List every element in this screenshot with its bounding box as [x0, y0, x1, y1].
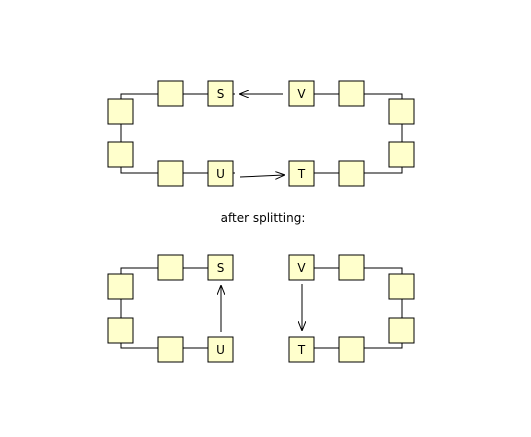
- ring-before-split: S V U T: [107, 80, 415, 187]
- ring-node: [338, 254, 365, 281]
- node-v: [288, 80, 315, 107]
- left-ring-after-split: S U: [107, 254, 234, 363]
- ring-node: [157, 254, 184, 281]
- node-s: [207, 254, 234, 281]
- ring-node: [157, 160, 184, 187]
- right-ring-after-split: V T: [288, 254, 415, 363]
- node-u-label: U: [216, 343, 225, 357]
- node-u: [207, 336, 234, 363]
- node-t: [288, 160, 315, 187]
- node-s-label: S: [217, 87, 225, 101]
- ring-node: [107, 141, 134, 168]
- node-s: [207, 80, 234, 107]
- ring-node: [107, 273, 134, 300]
- caption: after splitting:: [221, 211, 306, 225]
- node-t-label: T: [297, 167, 306, 181]
- ring-node: [388, 273, 415, 300]
- ring-node: [338, 80, 365, 107]
- ring-node: [107, 317, 134, 344]
- node-t: [288, 336, 315, 363]
- ring-node: [388, 98, 415, 125]
- ring-node: [107, 98, 134, 125]
- node-v: [288, 254, 315, 281]
- ring-node: [157, 80, 184, 107]
- node-v-label: V: [297, 261, 306, 275]
- arrow-u-to-t: [239, 175, 284, 177]
- ring-node: [338, 160, 365, 187]
- ring-node: [338, 336, 365, 363]
- ring-node: [388, 141, 415, 168]
- node-u: [207, 160, 234, 187]
- node-t-label: T: [297, 343, 306, 357]
- ring-node: [388, 317, 415, 344]
- node-s-label: S: [217, 261, 225, 275]
- ring-node: [157, 336, 184, 363]
- node-v-label: V: [297, 87, 306, 101]
- node-u-label: U: [216, 167, 225, 181]
